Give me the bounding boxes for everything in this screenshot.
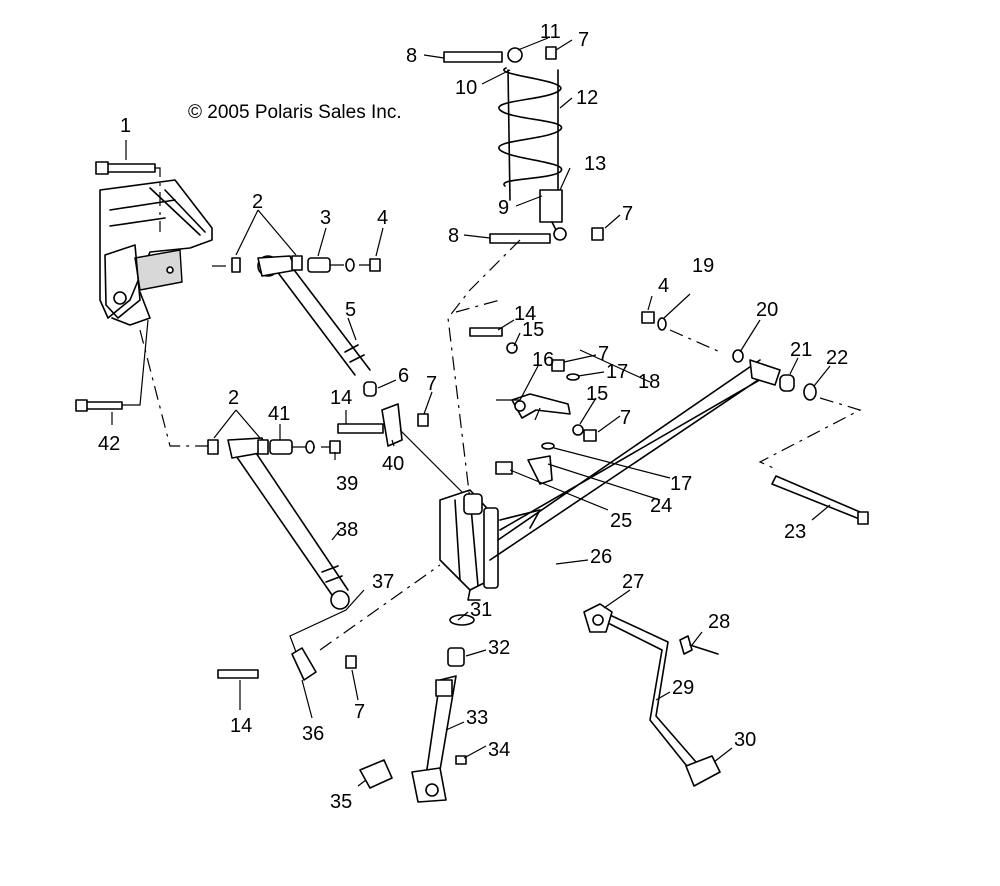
callout-7-lower-joint: 7 [426,373,437,395]
callout-42: 42 [98,433,120,455]
callout-17-bottom: 17 [670,473,692,495]
spindle-25 [439,489,499,601]
callout-30: 30 [734,729,756,751]
nut-4-upper [369,258,381,272]
callout-24: 24 [650,495,672,517]
callout-37: 37 [372,571,394,593]
pedal-assembly [583,603,721,787]
bolt-42 [75,319,149,412]
callout-39: 39 [336,473,358,495]
callout-18: 18 [638,371,660,393]
callout-labels: 1 2 2 3 4 4 5 6 7 7 7 7 7 7 8 8 9 10 11 … [98,21,848,813]
callout-14-upper-joint: 14 [330,387,352,409]
shock-mount-line-2 [455,299,501,313]
callout-23: 23 [784,521,806,543]
callout-8-top: 8 [406,45,417,67]
callout-28: 28 [708,611,730,633]
callout-27: 27 [622,571,644,593]
callout-16: 16 [532,349,554,371]
callout-38: 38 [336,519,358,541]
callout-7-arm-bottom: 7 [620,407,631,429]
callout-36: 36 [302,723,324,745]
sleeve-3 [307,257,370,273]
tie-rod-18 [489,359,781,561]
bolt-1 [95,161,161,232]
callout-41: 41 [268,403,290,425]
shock-absorber [443,46,604,244]
callout-29: 29 [672,677,694,699]
callout-11: 11 [540,21,561,43]
callout-15-top: 15 [522,319,544,341]
callout-4-right: 4 [658,275,669,297]
callout-1: 1 [120,115,131,137]
callout-7-arm-top: 7 [598,343,609,365]
callout-31: 31 [470,599,492,621]
callout-34: 34 [488,739,510,761]
callout-leaders [111,37,831,787]
callout-2-lower: 2 [228,387,239,409]
callout-13: 13 [584,153,606,175]
callout-33: 33 [466,707,488,729]
bushings-2-upper [231,255,303,273]
callout-9: 9 [498,197,509,219]
callout-25: 25 [610,510,632,532]
callout-5: 5 [345,299,356,321]
lower-ball-joint-36 [217,564,441,681]
callout-26: 26 [590,546,612,568]
callout-17-top: 17 [606,361,628,383]
callout-19: 19 [692,255,714,277]
callout-8-bottom: 8 [448,225,459,247]
lower-control-arm-38 [227,437,350,610]
lower-pivot-line [139,329,208,447]
bushings-2-lower [207,439,269,455]
callout-4-upper: 4 [377,207,388,229]
callout-21: 21 [790,339,812,361]
callout-22: 22 [826,347,848,369]
callout-32: 32 [488,637,510,659]
callout-3: 3 [320,207,331,229]
callout-12: 12 [576,87,598,109]
callout-35: 35 [330,791,352,813]
callout-10: 10 [455,77,477,99]
callout-6: 6 [398,365,409,387]
callout-2-upper: 2 [252,191,263,213]
callout-20: 20 [756,299,778,321]
shock-mount-line [447,239,521,501]
upper-control-arm-5 [212,255,371,376]
callout-7-shock-bottom: 7 [622,203,633,225]
steering-arm-16 [469,327,597,485]
steering-post-33 [359,614,475,803]
frame-bracket [99,179,213,326]
callout-7-shock-top: 7 [578,29,589,51]
right-end-hardware [641,311,869,525]
callout-15-bottom: 15 [586,383,608,405]
ball-joint-40 [337,381,471,501]
callout-14-lower-joint: 14 [230,715,252,737]
sleeve-41 [269,439,341,455]
callout-14-arm: 14 [514,303,536,325]
copyright-notice: © 2005 Polaris Sales Inc. [188,102,402,123]
callout-7-ball-joint: 7 [354,701,365,723]
callout-40: 40 [382,453,404,475]
